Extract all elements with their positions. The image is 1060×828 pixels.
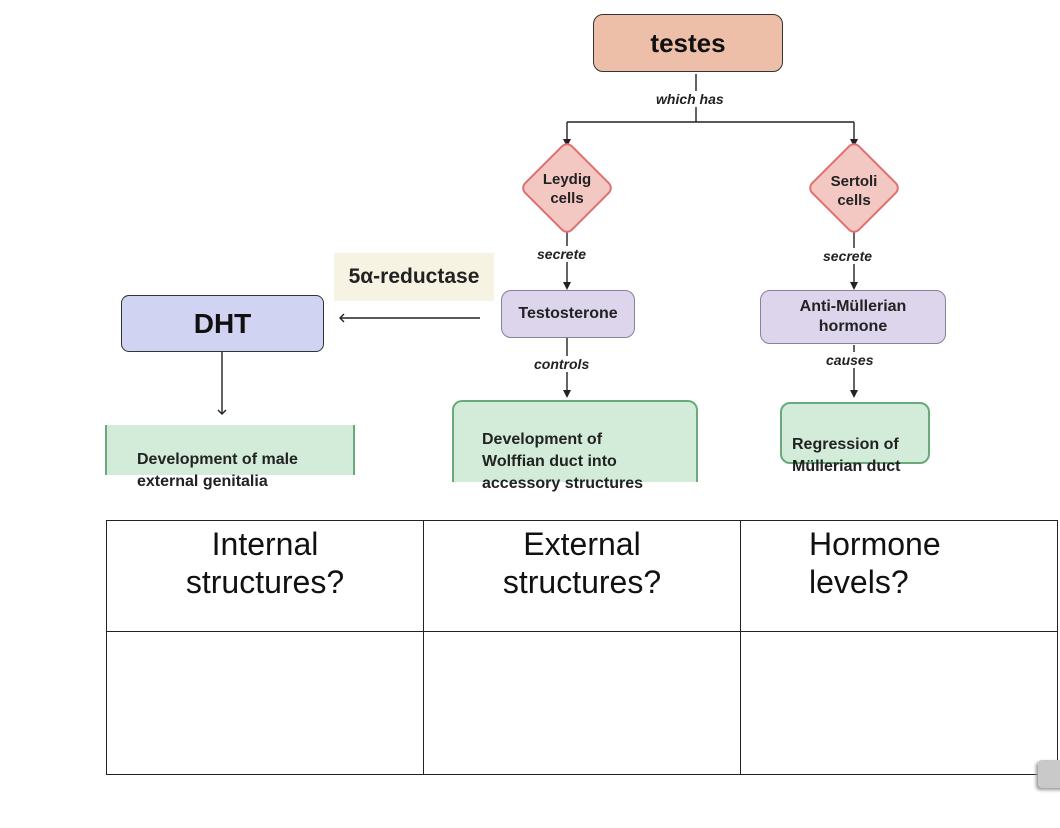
- cell-hormone-levels[interactable]: [740, 631, 1058, 775]
- mullerian-label: Regression of Müllerian duct: [792, 436, 901, 475]
- cell-internal-structures[interactable]: [106, 631, 424, 775]
- worksheet-table: Internal structures? External structures…: [106, 520, 1058, 775]
- presenter-notes-icon[interactable]: [1038, 760, 1060, 788]
- external-genitalia-label: Development of male external genitalia: [137, 451, 298, 490]
- controls-label: controls: [532, 356, 592, 372]
- wolffian-label: Development of Wolffian duct into access…: [482, 431, 643, 492]
- testosterone-box: Testosterone: [501, 290, 635, 338]
- testes-box: testes: [593, 14, 783, 72]
- reductase-label-box: 5α-reductase: [334, 253, 494, 301]
- testes-label: testes: [650, 27, 726, 58]
- table-row: [106, 631, 1058, 775]
- dht-box: DHT: [121, 295, 324, 352]
- amh-label: Anti-Müllerian hormone: [799, 298, 907, 335]
- causes-label: causes: [824, 352, 876, 368]
- table-header-row: Internal structures? External structures…: [106, 520, 1058, 632]
- which-has-label: which has: [654, 91, 726, 107]
- external-genitalia-box: Development of male external genitalia: [105, 425, 355, 490]
- amh-box: Anti-Müllerian hormone: [760, 290, 946, 344]
- secrete-right-label: secrete: [821, 248, 875, 264]
- header-internal-structures: Internal structures?: [106, 520, 424, 632]
- header-hormone-levels: Hormone levels?: [740, 520, 1058, 632]
- mullerian-result-box: Regression of Müllerian duct: [780, 402, 930, 475]
- wolffian-result-box: Development of Wolffian duct into access…: [452, 400, 698, 492]
- header-external-structures: External structures?: [423, 520, 741, 632]
- reductase-label: 5α-reductase: [348, 265, 480, 288]
- sertoli-label: Sertoli cells: [830, 173, 878, 209]
- testosterone-label: Testosterone: [518, 305, 618, 322]
- leydig-label: Leydig cells: [542, 171, 592, 207]
- cell-external-structures[interactable]: [423, 631, 741, 775]
- dht-label: DHT: [193, 307, 252, 339]
- secrete-left-label: secrete: [535, 246, 589, 262]
